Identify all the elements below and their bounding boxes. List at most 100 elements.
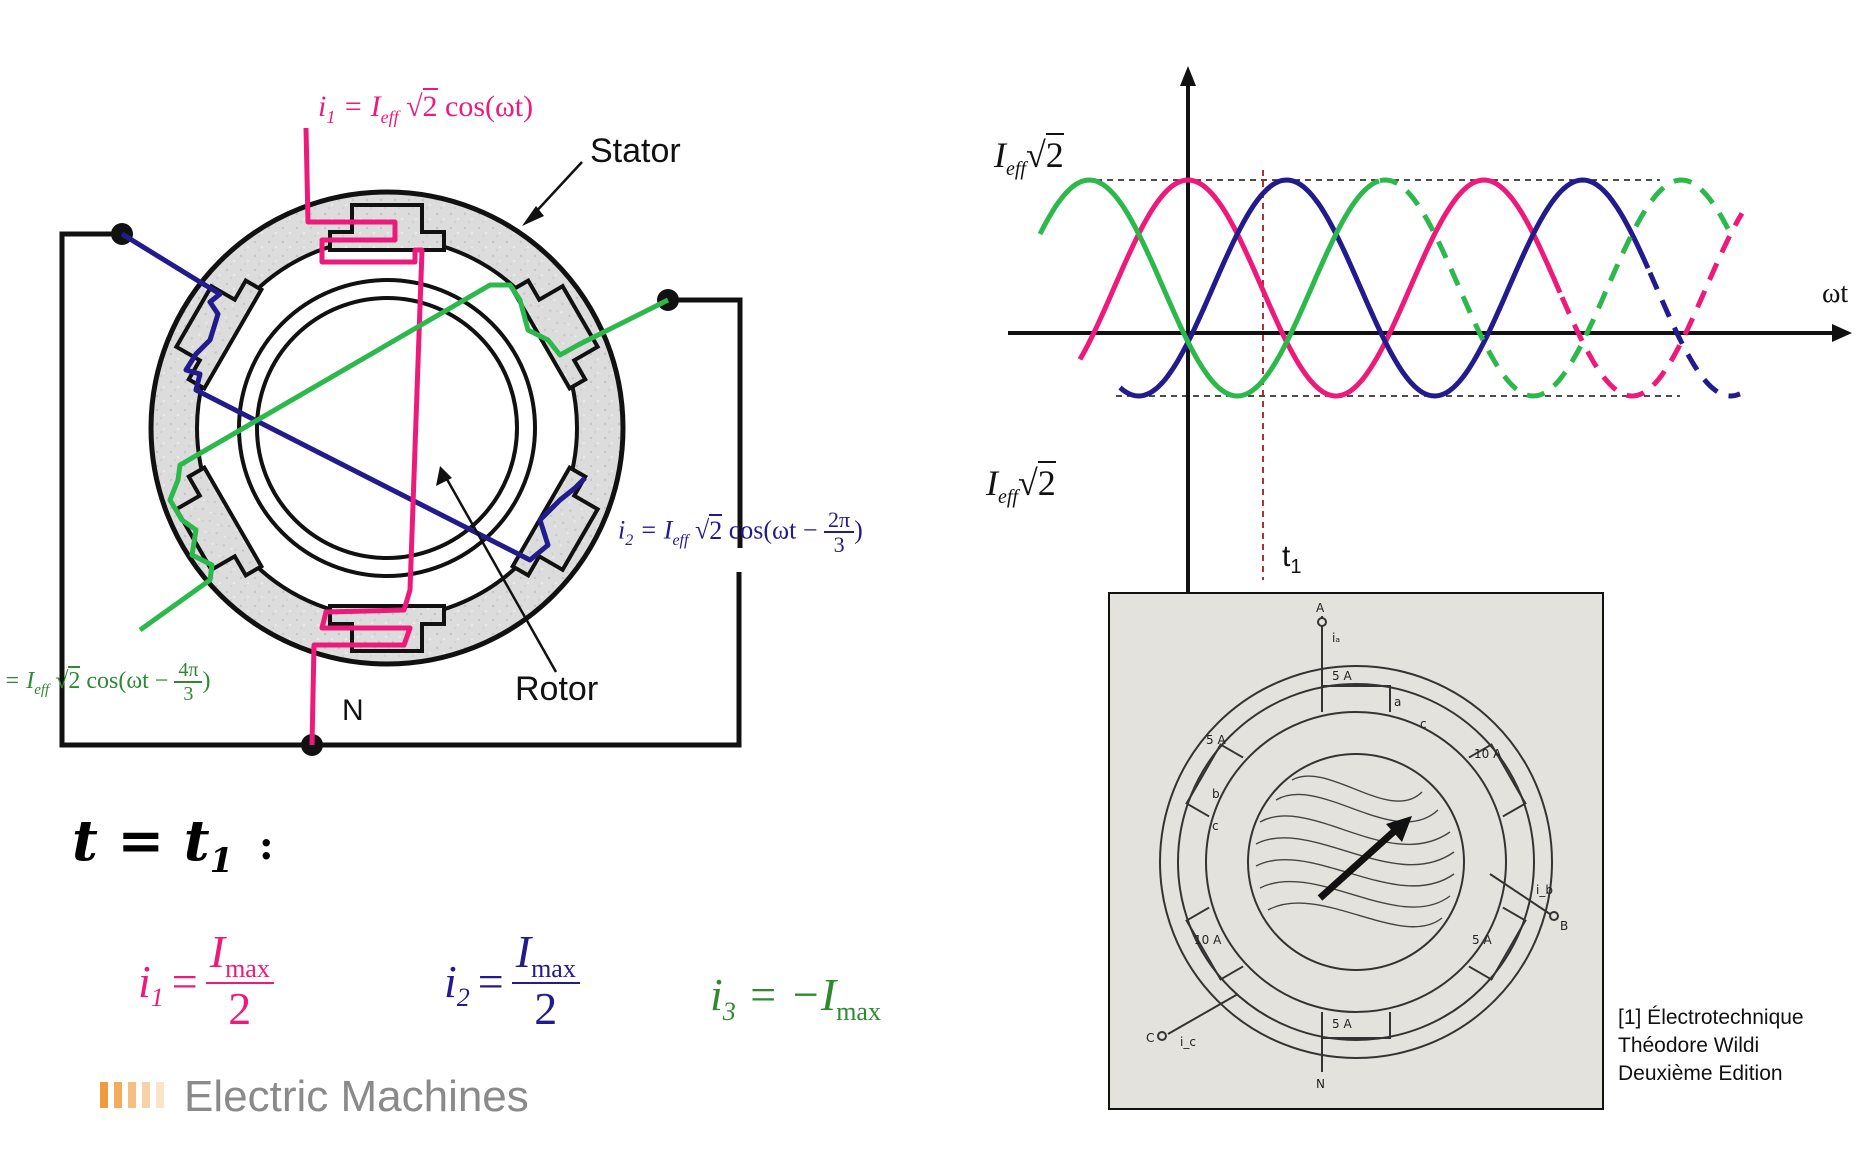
citation: [1] Électrotechnique Théodore Wildi Deux…	[1618, 1004, 1804, 1088]
time-condition-lhs: t = t	[72, 808, 210, 874]
phase1-winding	[303, 127, 425, 746]
top-label-sqrt: √	[1026, 135, 1046, 175]
phase3-winding	[138, 282, 670, 633]
wave-phase3-dashed	[1379, 177, 1731, 399]
eq2-den: 2	[534, 983, 558, 1035]
brand-text: Electric Machines	[184, 1072, 529, 1121]
i1-eq: = I	[342, 90, 381, 123]
wave-phase2-dashed	[1647, 271, 1741, 399]
eq2-fraction: Imax 2	[511, 926, 580, 1035]
bottom-label-sqrt: √	[1018, 463, 1038, 503]
photo-label-5a-left: 5 A	[1206, 733, 1226, 747]
photo-label-c-left: c	[1212, 819, 1219, 833]
wave-phase2-solid	[1118, 177, 1651, 399]
phase2-winding	[120, 231, 587, 563]
i1-sqrt-symbol: √	[406, 90, 423, 123]
i1-formula: i1 = Ieff √2 cos(ωt)	[318, 88, 533, 128]
rotor-label: Rotor	[515, 670, 599, 708]
reference-photo-drawing: A iₐ 5 A a c 10 A 5 A b c 10 A 5 A i_b B…	[1110, 594, 1602, 1108]
wave-phase3-solid	[1037, 177, 1380, 399]
rotor-pointer-head	[436, 466, 452, 486]
eq2-num-base: I	[515, 926, 532, 977]
photo-label-A: A	[1316, 601, 1325, 615]
x-axis-label: ωt	[1822, 278, 1849, 309]
supply-wire-right	[668, 297, 743, 548]
i2-fraction: 2π 3	[824, 508, 855, 558]
i3-sqrt-arg: 2	[68, 666, 81, 695]
stator-poles	[173, 203, 601, 653]
i2-sqrt-symbol: √	[694, 515, 710, 545]
eq1-lhs: i	[138, 956, 151, 1008]
neutral-label: N	[342, 694, 364, 727]
photo-label-5a-bottom: 5 A	[1332, 1017, 1352, 1031]
eq1-sub: 1	[150, 983, 164, 1013]
y-axis-arrow	[1180, 66, 1196, 86]
rotor-pointer-arrow	[442, 473, 558, 673]
top-label-base: I	[994, 135, 1006, 175]
eq1-den: 2	[228, 983, 252, 1035]
wave-bottom-amplitude-label: Ieff√2	[986, 461, 1056, 509]
i3-frac-num: 4π	[174, 660, 203, 683]
photo-label-a: a	[1394, 695, 1401, 709]
eq2-sub: 2	[456, 983, 470, 1013]
photo-label-ia: iₐ	[1332, 631, 1340, 645]
eq3-rhs: = −I	[747, 969, 837, 1020]
citation-line-2: Théodore Wildi	[1618, 1034, 1760, 1057]
photo-label-c-top: c	[1420, 717, 1427, 731]
bottom-label-base: I	[986, 463, 998, 503]
stator-label: Stator	[590, 132, 681, 170]
t1-label-base: t	[1282, 540, 1291, 573]
reference-photo: A iₐ 5 A a c 10 A 5 A b c 10 A 5 A i_b B…	[1108, 592, 1604, 1110]
i2-eff: eff	[672, 531, 689, 549]
i2-frac-den: 3	[833, 532, 845, 558]
supply-wire-left	[59, 231, 742, 748]
eq3-num-sub: max	[836, 997, 881, 1027]
eq2-num-sub: max	[531, 954, 576, 984]
i2-lhs: i	[618, 515, 626, 545]
eq3-lhs: i	[710, 969, 723, 1020]
i1-sqrt-arg: 2	[422, 88, 438, 123]
i3-close: )	[202, 668, 211, 695]
photo-label-ib: i_b	[1536, 883, 1553, 897]
photo-label-5a-top: 5 A	[1332, 669, 1352, 683]
photo-label-C: C	[1146, 1031, 1154, 1045]
eq1-num-sub: max	[225, 954, 270, 984]
photo-label-10a-right: 10 A	[1474, 747, 1502, 761]
i2-rest: cos(ωt −	[728, 515, 818, 545]
i2-formula: i2 = Ieff √2 cos(ωt − 2π 3 )	[618, 508, 863, 557]
i2-close: )	[854, 515, 863, 545]
eq1-num: Imax	[205, 926, 274, 985]
wave-curves	[1037, 177, 1745, 399]
i1-lhs: i	[318, 90, 327, 123]
photo-label-B: B	[1560, 919, 1568, 933]
time-condition-sub: 1	[209, 841, 234, 882]
i3-eq: = I	[4, 668, 35, 695]
i3-fraction: 4π 3	[174, 660, 203, 705]
photo-label-ic: i_c	[1180, 1035, 1196, 1049]
eq1-equals: =	[171, 956, 198, 1008]
eq2-num: Imax	[511, 926, 580, 985]
i3-eff: eff	[34, 681, 50, 698]
eq1-fraction: Imax 2	[205, 926, 274, 1035]
i2-eq: = I	[639, 515, 673, 545]
i3-rest: cos(ωt −	[86, 668, 169, 695]
eq1-num-base: I	[209, 926, 226, 977]
rotor-inner	[255, 296, 519, 560]
stator-pointer-arrow	[531, 161, 583, 217]
photo-label-5a-right: 5 A	[1472, 933, 1492, 947]
citation-line-3: Deuxième Edition	[1618, 1062, 1783, 1085]
citation-line-1: [1] Électrotechnique	[1618, 1006, 1804, 1029]
i1-sub: 1	[326, 107, 336, 127]
t1-label-sub: 1	[1290, 556, 1302, 578]
i3-sqrt-symbol: √	[55, 668, 69, 695]
top-label-sub: eff	[1006, 158, 1026, 181]
bottom-label-root: 2	[1037, 461, 1056, 503]
footer-brand: Electric Machines	[100, 1072, 529, 1122]
photo-label-N: N	[1316, 1077, 1325, 1091]
wave-phase1-dashed	[1559, 212, 1745, 399]
photo-label-10a-left: 10 A	[1194, 933, 1222, 947]
